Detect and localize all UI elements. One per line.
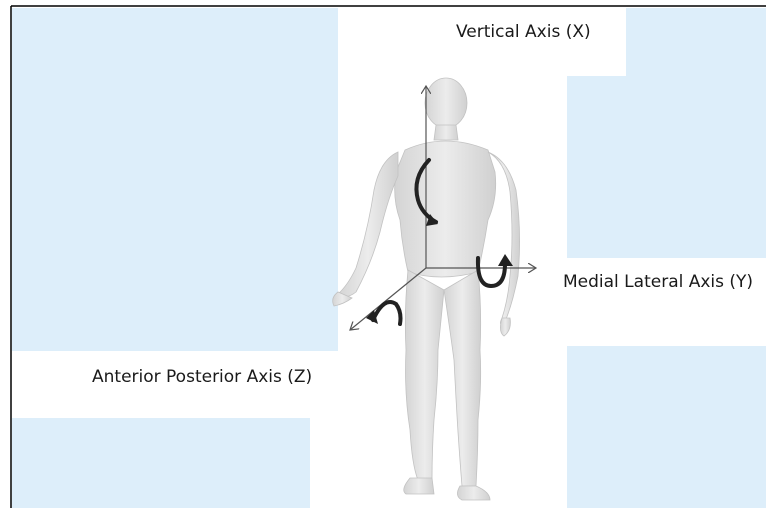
panel-top-left: [12, 8, 338, 351]
panel-top-right: [626, 8, 766, 76]
panel-bottom-left: [12, 418, 310, 508]
background-panels: [12, 8, 766, 508]
vertical-axis-label: Vertical Axis (X): [456, 22, 591, 42]
medial-lateral-axis-label: Medial Lateral Axis (Y): [563, 272, 753, 292]
anterior-posterior-axis-label: Anterior Posterior Axis (Z): [92, 367, 312, 387]
panel-bottom-right: [567, 346, 766, 508]
rotation-arrow-anterior-posterior: [373, 302, 401, 324]
panel-right-mid: [567, 76, 766, 258]
